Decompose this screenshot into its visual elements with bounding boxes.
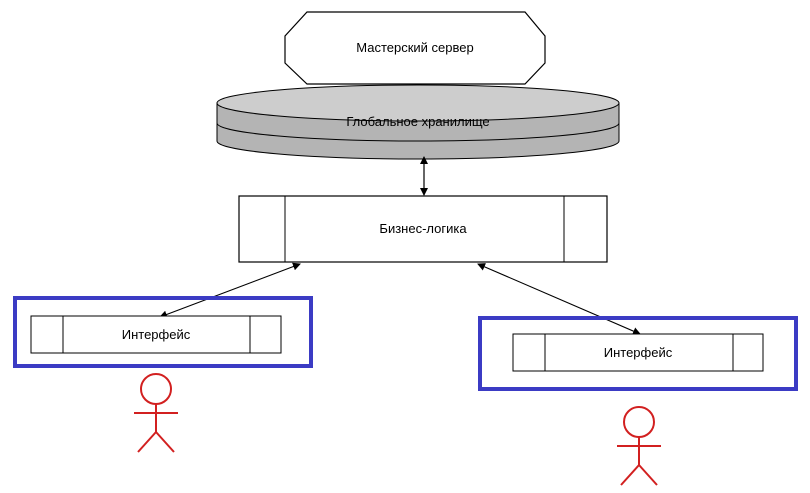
right-interface-box <box>512 333 764 372</box>
left-interface-box <box>30 315 282 354</box>
global-storage-label: Глобальное хранилище <box>346 114 489 129</box>
left-interface-node: Интерфейс <box>13 296 313 368</box>
left-user-actor-icon <box>134 373 178 453</box>
master-server-label: Мастерский сервер <box>356 40 473 55</box>
global-storage-node: Глобальное хранилище <box>216 84 620 160</box>
business-logic-box <box>238 195 608 263</box>
right-interface-label: Интерфейс <box>604 345 673 360</box>
right-interface-highlight-frame <box>478 316 798 391</box>
left-interface-label: Интерфейс <box>122 327 191 342</box>
right-user-actor-icon <box>617 406 661 486</box>
global-storage-ring <box>216 122 620 142</box>
global-storage-top <box>216 84 620 122</box>
business-logic-node: Бизнес-логика <box>238 195 608 263</box>
logic-right-interface-connector <box>477 263 641 335</box>
right-interface-node: Интерфейс <box>478 316 798 391</box>
master-server-shape <box>284 11 546 85</box>
logic-left-interface-connector <box>159 262 301 319</box>
left-interface-highlight-frame <box>13 296 313 368</box>
master-server-node: Мастерский сервер <box>284 11 546 85</box>
business-logic-label: Бизнес-логика <box>379 221 467 236</box>
